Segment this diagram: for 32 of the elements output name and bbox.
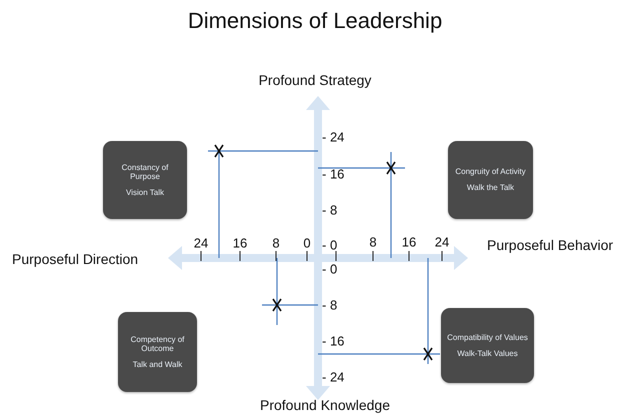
quadrant-box <box>448 141 533 219</box>
quadrant-title: Competency of Outcome <box>130 334 186 354</box>
quadrant-motto: Talk and Walk <box>132 360 182 370</box>
axis-label: Profound Knowledge <box>260 398 390 412</box>
tick-label: 0 <box>303 236 311 250</box>
tick-label: 16 <box>232 236 248 250</box>
tick-label: 8 <box>369 236 377 248</box>
tick-label: 8 <box>272 236 280 250</box>
tick-label: - 24 <box>322 130 344 144</box>
quadrant-box <box>441 308 534 383</box>
tick-label: - 24 <box>322 370 344 384</box>
axis-label: Purposeful Behavior <box>487 238 614 252</box>
tick-label: - 16 <box>322 168 344 180</box>
quadrant-motto: Walk the Talk <box>466 183 514 193</box>
quadrant-title: Compatibility of Values <box>447 332 528 342</box>
title: Dimensions of Leadership <box>186 8 444 34</box>
tick-label: 24 <box>194 236 208 250</box>
quadrant-box <box>118 312 197 392</box>
quadrant-title: Congruity of Activity <box>455 167 526 177</box>
tick-label: 24 <box>434 236 450 248</box>
tick-label: 16 <box>402 236 416 248</box>
quadrant-box <box>103 141 187 219</box>
tick-label: - 16 <box>322 334 344 348</box>
tick-label: - 8 <box>322 204 338 216</box>
quadrant-title: Constancy of Purpose <box>120 162 170 182</box>
quadrant-motto: Vision Talk <box>126 188 164 198</box>
tick-label: - 0 <box>322 262 338 276</box>
axis-label: Purposeful Direction <box>12 252 138 266</box>
quadrant-motto: Walk-Talk Values <box>457 348 518 358</box>
tick-label: - 8 <box>322 298 338 312</box>
tick-label: - 0 <box>322 238 338 252</box>
axis-label: Profound Strategy <box>258 73 372 87</box>
